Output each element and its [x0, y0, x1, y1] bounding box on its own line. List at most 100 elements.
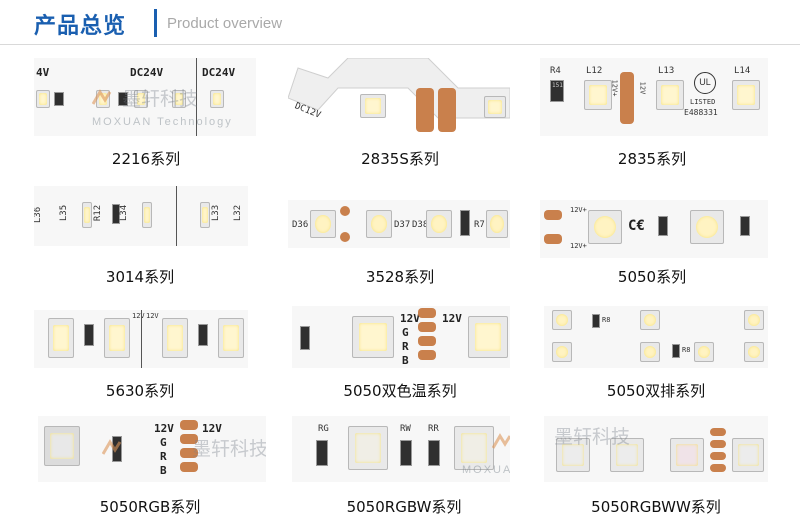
product-image-5630: 12V 12V: [34, 310, 248, 368]
strip-label: 12V+: [610, 79, 619, 97]
strip-label: E488331: [684, 108, 718, 117]
ul-certification-icon: UL: [694, 72, 716, 94]
copper-pad: [710, 452, 726, 460]
copper-pad: [710, 440, 726, 448]
watermark-cn: 墨轩科技: [554, 426, 631, 448]
product-card-2216[interactable]: 4V DC24V DC24V 墨轩科技 MOXUAN Technology 22…: [34, 58, 274, 173]
led-chip: [104, 318, 130, 358]
led-chip: [640, 310, 660, 330]
moxuan-logo-icon: [102, 439, 122, 455]
strip-label: 12V: [132, 312, 145, 320]
led-chip: [426, 210, 452, 238]
strip-label: DC24V: [130, 66, 164, 79]
strip-label: L32: [233, 204, 244, 222]
led-chip: [360, 94, 386, 118]
strip-label: L12: [586, 66, 603, 76]
product-caption: 5050双色温系列: [343, 382, 457, 400]
strip-label: L14: [734, 66, 751, 76]
product-card-2835[interactable]: R4 L12 L13 L14 151 12V+ 12V UL LISTED E4…: [540, 58, 780, 173]
resistor: [316, 440, 328, 466]
resistor: [400, 440, 412, 466]
led-chip: [588, 210, 622, 244]
copper-pad: [340, 206, 350, 216]
product-image-3528: D36 D37 D38 R7: [288, 200, 510, 248]
resistor: [428, 440, 440, 466]
led-chip: [210, 90, 224, 108]
strip-label: D37: [394, 220, 411, 230]
moxuan-logo-icon: [92, 89, 112, 105]
led-chip: [694, 342, 714, 362]
product-card-5050-double-row[interactable]: R8 R8 5050双排系列: [544, 306, 784, 402]
resistor: [112, 204, 120, 224]
watermark-cn: 墨轩科技: [192, 438, 266, 460]
led-chip: [584, 80, 612, 110]
resistor: [740, 216, 750, 236]
product-caption: 5050双排系列: [606, 382, 706, 400]
copper-pad: [418, 322, 436, 332]
s-shaped-strip: [288, 58, 510, 119]
led-chip: [134, 90, 148, 108]
copper-pad: [438, 88, 456, 132]
resistor: [672, 344, 680, 358]
strip-label: R12: [93, 204, 104, 222]
led-chip: [656, 80, 684, 110]
resistor: [592, 314, 600, 328]
strip-label: LISTED: [690, 98, 716, 106]
product-card-3014[interactable]: L36 L35 R12 L34 L33 L32 3014系列: [34, 186, 274, 290]
strip-label: 12V: [442, 312, 462, 325]
resistor: [300, 326, 310, 350]
strip-label: D38: [412, 220, 429, 230]
product-caption: 2835S系列: [361, 150, 439, 168]
product-card-3528[interactable]: D36 D37 D38 R7 3528系列: [288, 200, 528, 290]
strip-label: B: [402, 354, 409, 367]
watermark-en: MOXUAN Technology: [462, 464, 510, 476]
product-card-5050-dual-cct[interactable]: 12V G R B 12V 5050双色温系列: [292, 306, 532, 402]
product-card-5630[interactable]: 12V 12V 5630系列: [34, 310, 274, 402]
strip-label: 12V+: [570, 242, 587, 250]
product-card-5050[interactable]: 12V+ 12V+ C€ 5050系列: [540, 200, 780, 290]
copper-pad: [710, 464, 726, 472]
cut-line: [196, 58, 197, 136]
copper-pad: [180, 448, 198, 458]
strip-label: 12V: [638, 81, 647, 95]
led-chip: [82, 202, 92, 228]
strip-label: B: [160, 464, 167, 477]
header-rule: [0, 44, 800, 45]
watermark-en: MOXUAN Technology: [92, 116, 233, 128]
copper-pad: [544, 234, 562, 244]
title-divider: [154, 9, 157, 37]
strip-label: L34: [119, 204, 130, 222]
strip-label: RR: [428, 424, 439, 434]
product-card-2835s[interactable]: DC12V 2835S系列: [288, 58, 528, 173]
strip-label: 12V: [146, 312, 159, 320]
product-card-5050-rgbw[interactable]: RG RW RR MOXUAN Technology 5050RGBW系列: [292, 416, 532, 524]
led-chip: [552, 342, 572, 362]
strip-label: R4: [550, 66, 561, 76]
strip-label: 4V: [36, 66, 50, 79]
led-chip: [744, 310, 764, 330]
product-caption: 2216系列: [111, 150, 181, 168]
strip-label: L35: [59, 204, 70, 222]
led-chip: [556, 438, 590, 472]
product-caption: 5050RGBWW系列: [591, 498, 721, 516]
led-chip: [468, 316, 508, 358]
product-caption: 5050RGB系列: [99, 498, 201, 516]
product-caption: 5050RGBW系列: [346, 498, 462, 516]
product-image-5050-dual-cct: 12V G R B 12V: [292, 306, 510, 368]
product-card-5050-rgbww[interactable]: 墨轩科技 5050RGBWW系列: [544, 416, 784, 524]
product-image-2835: R4 L12 L13 L14 151 12V+ 12V UL LISTED E4…: [540, 58, 768, 136]
resistor: 151: [550, 80, 564, 102]
led-chip: [44, 426, 80, 466]
copper-pad: [544, 210, 562, 220]
strip-label: R8: [682, 346, 691, 354]
led-chip: [348, 426, 388, 470]
led-chip: [670, 438, 704, 472]
product-image-2216: 4V DC24V DC24V 墨轩科技 MOXUAN Technology: [34, 58, 256, 136]
strip-label: 12V: [202, 422, 222, 435]
led-chip: [200, 202, 210, 228]
led-chip: [366, 210, 392, 238]
led-chip: [454, 426, 494, 470]
product-card-5050-rgb[interactable]: 12V G R B 12V 墨轩科技 5050RGB系列: [38, 416, 278, 524]
copper-pad: [340, 232, 350, 242]
cut-line: [141, 310, 142, 368]
